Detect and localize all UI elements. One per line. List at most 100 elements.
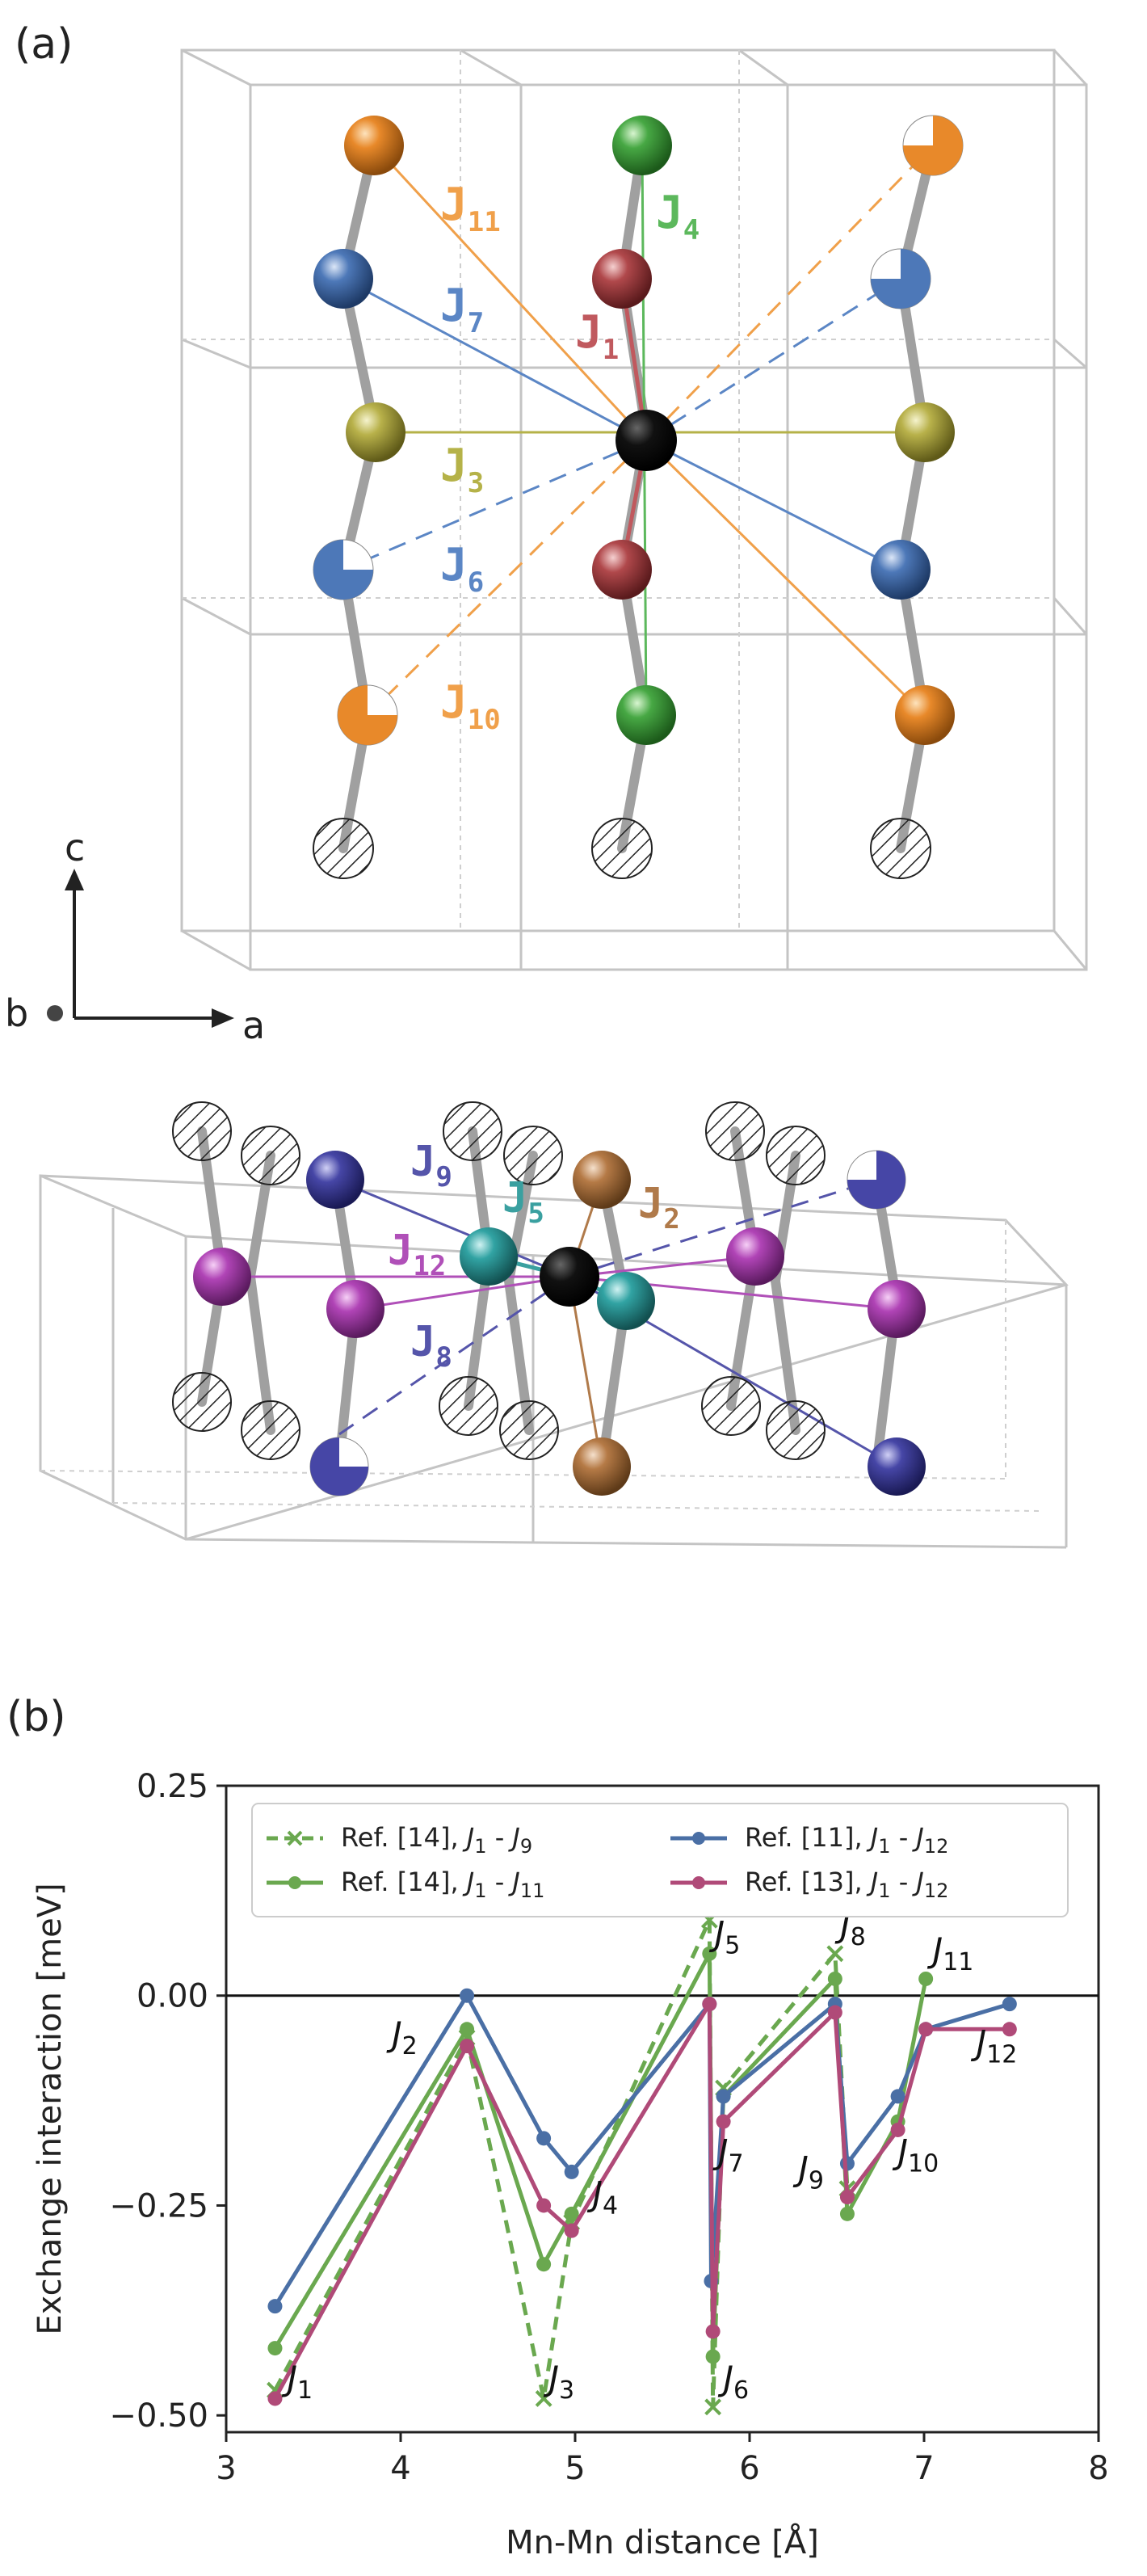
atom-brown [573, 1437, 631, 1496]
data-point [702, 1997, 717, 2012]
atom-hatched [591, 818, 653, 879]
label-j7: J7 [440, 280, 484, 339]
atom-half-navy [309, 1437, 369, 1496]
legend-box [251, 1803, 1069, 1917]
label-j4: J4 [656, 187, 700, 246]
label-j1: J1 [575, 306, 619, 366]
x-tick-label: 3 [216, 2450, 236, 2487]
axis-a-label: a [242, 1004, 265, 1047]
atom-orange [344, 116, 404, 175]
data-point [827, 2005, 842, 2020]
x-tick-label: 7 [914, 2450, 934, 2487]
data-point [564, 2223, 579, 2238]
data-point [1002, 1997, 1017, 2012]
data-point [1002, 2022, 1017, 2037]
x-axis-label: Mn-Mn distance [Å] [506, 2523, 819, 2561]
data-point [564, 2206, 579, 2221]
atom-half-orange [337, 684, 398, 746]
unit-cell-grid-top [180, 48, 1088, 971]
y-tick-label: 0.00 [137, 1978, 208, 2015]
atom-green [616, 685, 676, 745]
series-line [273, 1993, 1010, 2308]
legend-entry: Ref. [13], J1 - J12 [670, 1867, 948, 1902]
y-axis-label: Exchange interaction [meV] [32, 1883, 69, 2334]
x-tick-label: 8 [1088, 2450, 1108, 2487]
data-point [460, 2022, 475, 2037]
atom-teal [460, 1227, 518, 1286]
legend-entry: Ref. [14], J1 - J11 [267, 1867, 544, 1902]
label-j2: J2 [638, 1180, 680, 1235]
atom-half-navy [847, 1150, 906, 1210]
y-tick-label: 0.25 [137, 1768, 208, 1805]
data-point [267, 2391, 283, 2406]
series-4 [267, 1997, 1017, 2406]
atom-brown [573, 1151, 631, 1209]
data-point [536, 2257, 552, 2272]
data-point [536, 2131, 552, 2146]
data-point [918, 2022, 934, 2037]
atom-hatched [241, 1126, 300, 1185]
atom-navy [868, 1437, 926, 1496]
atom-navy [306, 1151, 364, 1209]
crystal-axes-indicator: c a b [5, 826, 265, 1047]
axis-c-label: c [65, 826, 85, 869]
legend-label: Ref. [14], J1 - J9 [341, 1822, 532, 1858]
data-point [827, 1971, 842, 1986]
panel-a-label: (a) [15, 20, 73, 69]
atom-hatched [172, 1101, 232, 1161]
label-j5: J5 [502, 1174, 544, 1230]
data-point [536, 2198, 552, 2213]
atom-magenta [193, 1248, 251, 1306]
legend-entry: Ref. [11], J1 - J12 [670, 1822, 948, 1858]
data-point [705, 2324, 721, 2339]
x-tick-label: 5 [565, 2450, 585, 2487]
data-point [890, 2122, 905, 2137]
atom-center-black [616, 410, 677, 471]
atom-green [612, 116, 672, 175]
series-line [273, 2001, 1010, 2400]
j-annotation-6: J6 [718, 2359, 749, 2405]
data-point [918, 1971, 934, 1986]
data-point [716, 2089, 731, 2104]
unit-cell-grid-bottom [39, 1174, 1069, 1549]
unit-cell-hidden-edges-bottom [40, 1220, 1043, 1512]
atoms-bottom [172, 1101, 926, 1496]
crystal-top: J11 J4 J7 J1 J3 J6 J10 [180, 48, 1088, 971]
atom-blue [313, 249, 373, 309]
atom-half-blue [870, 248, 931, 309]
atom-magenta [326, 1280, 384, 1338]
x-tick-label: 6 [739, 2450, 759, 2487]
label-j9: J9 [410, 1138, 452, 1193]
atom-hatched [766, 1400, 826, 1460]
data-point [716, 2114, 731, 2129]
atom-teal [597, 1272, 655, 1330]
atom-olive [895, 402, 955, 462]
axis-b-label: b [5, 991, 28, 1035]
j-labels-bottom: J9 J5 J2 J12 J8 [388, 1138, 680, 1374]
data-point [460, 1988, 475, 2003]
data-point [839, 2190, 855, 2205]
panel-b-label: (b) [6, 1693, 66, 1741]
label-j10: J10 [440, 676, 501, 736]
data-point [826, 1945, 844, 1963]
j-annotation-9: J9 [792, 2149, 823, 2195]
atom-half-orange [902, 115, 964, 176]
data-point [535, 2390, 552, 2407]
atom-hatched [701, 1376, 761, 1436]
x-tick-label: 4 [390, 2450, 410, 2487]
legend-label: Ref. [14], J1 - J11 [341, 1867, 544, 1902]
y-tick-label: −0.50 [109, 2397, 208, 2435]
atom-hatched [313, 818, 374, 879]
atom-blue [871, 540, 931, 600]
data-point [564, 2164, 579, 2179]
data-point [460, 2039, 475, 2054]
j-annotation-10: J10 [893, 2132, 939, 2178]
legend: Ref. [14], J1 - J9 Ref. [14], J1 - J11 Ref… [251, 1803, 1069, 1917]
atom-hatched [766, 1126, 826, 1185]
atom-hatched [241, 1400, 300, 1460]
atom-hatched [503, 1126, 563, 1185]
legend-label: Ref. [13], J1 - J12 [745, 1867, 948, 1902]
